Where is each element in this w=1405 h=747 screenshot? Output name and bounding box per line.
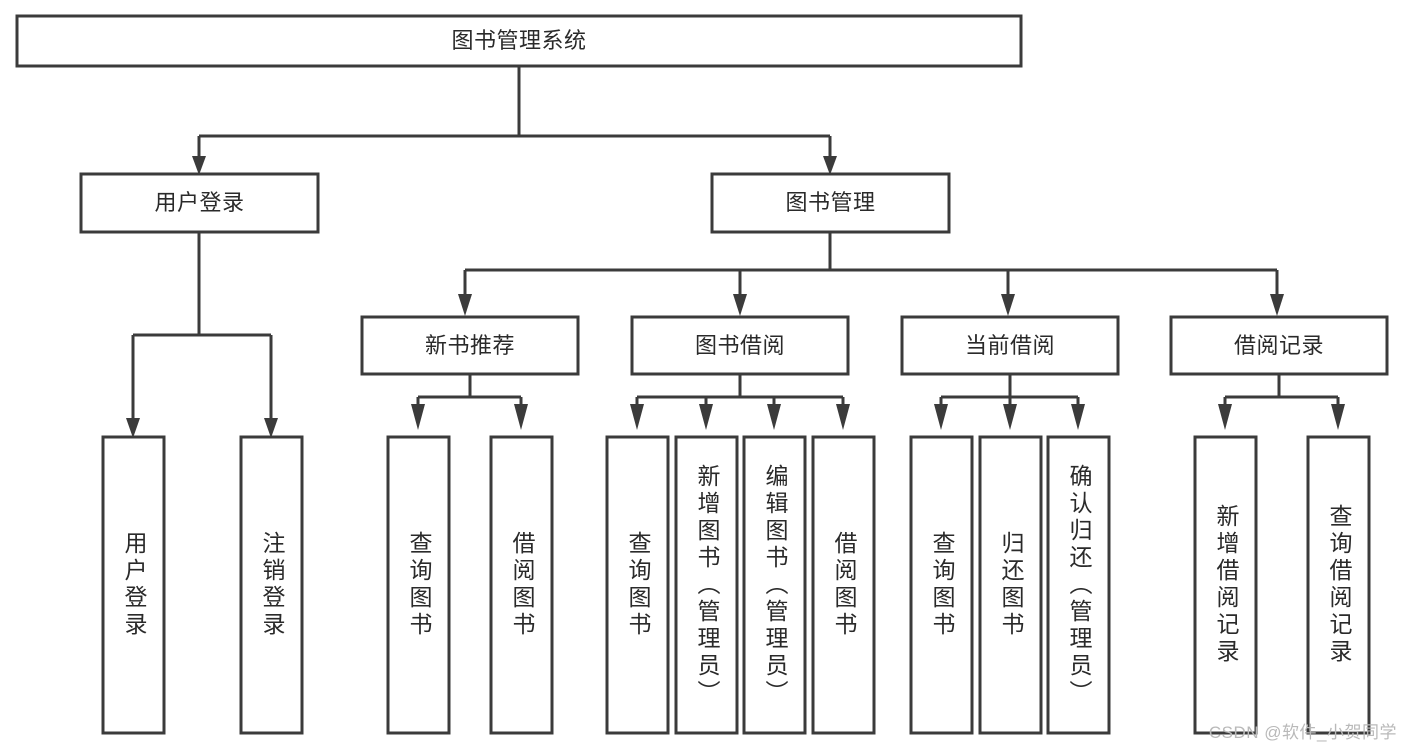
node-box-current-borrow[interactable] (900, 315, 1120, 376)
arrowhead-new-book-rec (458, 294, 472, 316)
arrowhead-bookborrow-leaf-3 (767, 404, 781, 430)
leaf-box-borrow-record-1[interactable] (1193, 435, 1258, 735)
leaf-box-borrow-record-2[interactable] (1306, 435, 1371, 735)
arrowhead-bookborrow-leaf-4 (836, 404, 850, 430)
leaf-box-book-borrow-2[interactable] (674, 435, 739, 735)
leaf-box-book-borrow-3[interactable] (742, 435, 807, 735)
arrowhead-borrow-record (1270, 294, 1284, 316)
arrowhead-newbook-leaf-1 (411, 404, 425, 430)
node-box-new-book-recommend[interactable] (360, 315, 580, 376)
arrowhead-bookborrow-leaf-1 (630, 404, 644, 430)
leaf-box-user-login-1[interactable] (101, 435, 166, 735)
leaf-box-book-borrow-1[interactable] (605, 435, 670, 735)
arrowhead-currentborrow-leaf-2 (1003, 404, 1017, 430)
arrowhead-borrowrecord-leaf-2 (1331, 404, 1345, 430)
leaf-box-user-login-2[interactable] (239, 435, 304, 735)
node-box-root[interactable] (15, 14, 1023, 68)
watermark-text: CSDN @软件_小贺同学 (1208, 723, 1397, 742)
arrowhead-user-login (192, 156, 206, 175)
leaf-box-current-borrow-2[interactable] (978, 435, 1043, 735)
arrowhead-currentborrow-leaf-1 (934, 404, 948, 430)
node-box-borrow-record[interactable] (1169, 315, 1389, 376)
connector-layer (126, 66, 1345, 438)
arrowhead-leaf-logout (264, 418, 278, 438)
leaf-box-current-borrow-3[interactable] (1046, 435, 1111, 735)
arrowhead-book-borrow (733, 294, 747, 316)
node-box-layer (15, 14, 1389, 735)
arrowhead-current-borrow (1001, 294, 1015, 316)
node-box-book-borrow[interactable] (630, 315, 850, 376)
arrowhead-currentborrow-leaf-3 (1071, 404, 1085, 430)
arrowhead-newbook-leaf-2 (514, 404, 528, 430)
node-box-book-management[interactable] (710, 172, 951, 234)
leaf-box-new-book-1[interactable] (386, 435, 451, 735)
arrowhead-leaf-user-login (126, 418, 140, 438)
arrowhead-borrowrecord-leaf-1 (1218, 404, 1232, 430)
arrowhead-bookborrow-leaf-2 (699, 404, 713, 430)
arrowhead-book-mgmt (823, 156, 837, 175)
leaf-box-current-borrow-1[interactable] (909, 435, 974, 735)
leaf-box-book-borrow-4[interactable] (811, 435, 876, 735)
leaf-box-new-book-2[interactable] (489, 435, 554, 735)
node-box-user-login[interactable] (79, 172, 320, 234)
